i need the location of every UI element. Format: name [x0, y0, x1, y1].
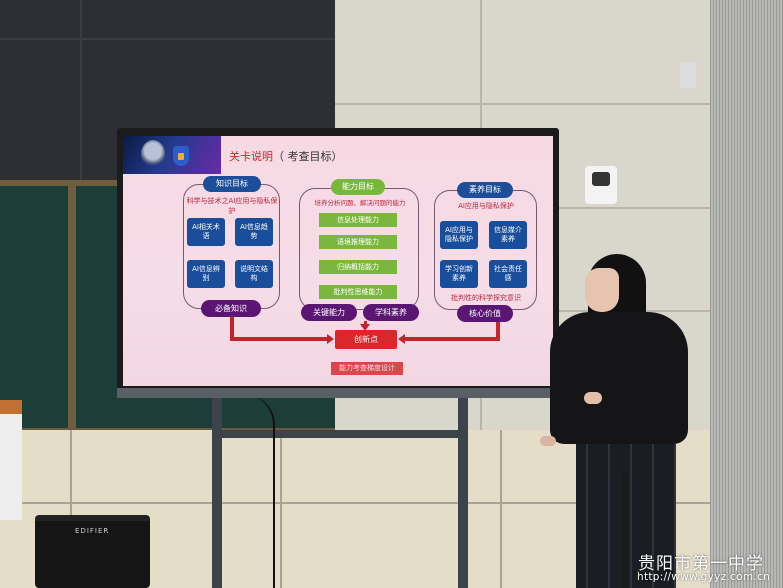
presenter-hand [584, 392, 602, 404]
speaker-brand: EDIFIER [75, 527, 110, 535]
literacy-item: 学习创新素养 [440, 260, 478, 288]
literacy-item: 社会责任感 [489, 260, 527, 288]
presenter [540, 250, 690, 588]
tv-stand-crossbar [222, 430, 458, 438]
slide-title: 关卡说明（ 考查目标） [229, 150, 343, 163]
literacy-note: 批判性的科学探究意识 [451, 294, 521, 302]
ptz-camera [585, 166, 617, 204]
tv-stand-left [212, 395, 222, 588]
literacy-item: 信息媒介素养 [489, 221, 527, 249]
arrow-left-vertical [230, 317, 234, 341]
ability-item: 信息处理能力 [319, 213, 397, 227]
knowledge-footer: 必备知识 [201, 300, 261, 317]
metal-grille [710, 0, 783, 588]
knowledge-item: AI信息辨别 [187, 260, 225, 288]
tv-bezel-bottom [117, 388, 559, 398]
slide: 关卡说明（ 考查目标） 知识目标 科学与技术之AI应用与隐私保护 AI相关术语 … [123, 136, 553, 386]
power-cable [245, 395, 275, 588]
arrow-right-horizontal [405, 337, 500, 341]
knowledge-item: 说明文结构 [235, 260, 273, 288]
presenter-face [585, 268, 619, 312]
speaker-amplifier: EDIFIER [35, 515, 150, 588]
box [0, 400, 22, 520]
ability-subtitle: 培养分析问题、解决问题的能力 [314, 199, 406, 207]
ability-footer-right: 学科素养 [363, 304, 419, 321]
slide-caption: 能力考查梯度设计 [331, 362, 403, 375]
knowledge-header: 知识目标 [203, 176, 261, 192]
ai-security-banner [123, 136, 221, 174]
literacy-header: 素养目标 [457, 182, 513, 198]
watermark-title: 贵阳市第一中学 [638, 554, 764, 574]
literacy-item: AI应用与隐私保护 [440, 221, 478, 249]
ability-item: 语境推理能力 [319, 235, 397, 249]
literacy-subtitle: AI应用与隐私保护 [458, 202, 514, 210]
knowledge-item: AI相关术语 [187, 218, 225, 246]
lock-icon [173, 146, 189, 166]
knowledge-subtitle: 科学与技术之AI应用与隐私保护 [186, 197, 278, 215]
ability-item: 归纳概括能力 [319, 260, 397, 274]
literacy-footer: 核心价值 [457, 305, 513, 322]
ability-header: 能力目标 [331, 179, 385, 195]
arrow-left-horizontal [230, 337, 328, 341]
ability-item: 批判性思维能力 [319, 285, 397, 299]
tv-stand-right [458, 395, 468, 588]
presenter-hand-remote [540, 436, 556, 446]
knowledge-item: AI信息趋势 [235, 218, 273, 246]
tv-display: 关卡说明（ 考查目标） 知识目标 科学与技术之AI应用与隐私保护 AI相关术语 … [117, 128, 559, 397]
presenter-jacket [550, 312, 688, 444]
innovation-point-box: 创新点 [335, 330, 397, 349]
arrow-head-down [360, 324, 370, 331]
ability-footer-left: 关键能力 [301, 304, 357, 321]
robot-icon [141, 140, 165, 168]
watermark-url: http://www.gyyz.com.cn [637, 571, 771, 583]
security-camera [680, 62, 696, 88]
arrow-right-vertical [496, 322, 500, 341]
presenter-pants [576, 444, 676, 588]
arrow-head-left [398, 334, 405, 344]
arrow-head-right [327, 334, 334, 344]
